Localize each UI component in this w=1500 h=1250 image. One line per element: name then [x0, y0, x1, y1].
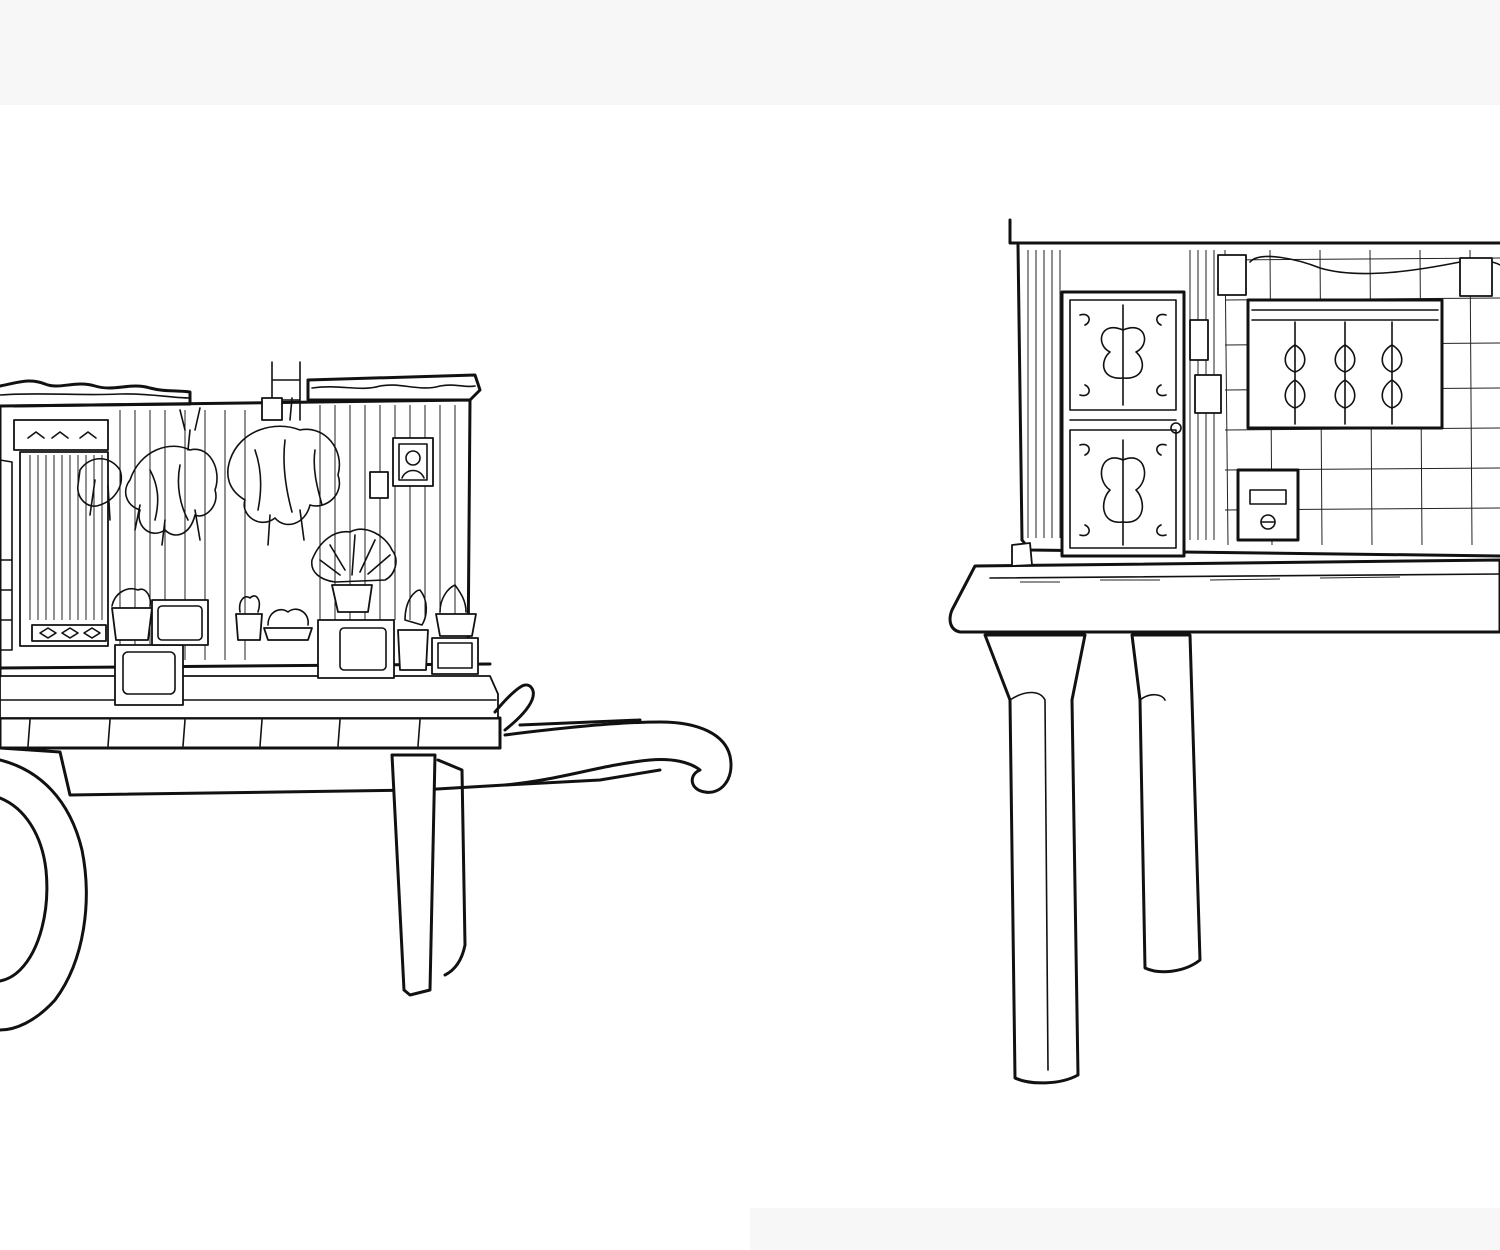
table-legs: [983, 633, 1202, 1085]
barred-window: [1246, 298, 1444, 430]
cart-house-doorway: [0, 419, 109, 651]
bottom-margin-band: [750, 1208, 1500, 1250]
intercom-panel: [1236, 468, 1300, 542]
hanging-plant-left: [77, 407, 218, 546]
cart-mini-house: [0, 361, 492, 706]
table-top: [948, 542, 1500, 634]
cart-illustration: [0, 361, 733, 1032]
cart-wheel: [0, 758, 88, 1032]
cart-handle: [493, 683, 733, 794]
tv-box-2: [317, 619, 395, 679]
wall-socket: [1459, 257, 1493, 297]
tv-box-3: [151, 599, 209, 646]
cart-legs: [390, 753, 467, 997]
grille-door: [1060, 290, 1186, 558]
wall-sign: [369, 471, 389, 499]
pot-with-leaf: [397, 589, 429, 671]
tv-box-1: [114, 644, 184, 706]
hanging-plant-right: [227, 397, 341, 546]
wall-notice-1: [1189, 319, 1209, 361]
portrait-frame: [392, 437, 434, 487]
wall-meter: [261, 397, 283, 421]
wall-notice-2: [1194, 374, 1222, 414]
potted-plant-small-1: [235, 595, 263, 641]
potted-plant-small-2: [263, 608, 313, 641]
potted-plant-small-3: [435, 584, 477, 637]
door-scrollwork-top: [1079, 304, 1167, 406]
door-scrollwork-bottom: [1079, 439, 1167, 546]
potted-plant-small-4: [111, 588, 153, 641]
electric-meter: [1217, 254, 1247, 296]
top-margin-band: [0, 0, 1500, 105]
table-illustration: [948, 218, 1500, 1085]
box-small: [431, 637, 479, 675]
potted-plant-center: [310, 528, 397, 613]
